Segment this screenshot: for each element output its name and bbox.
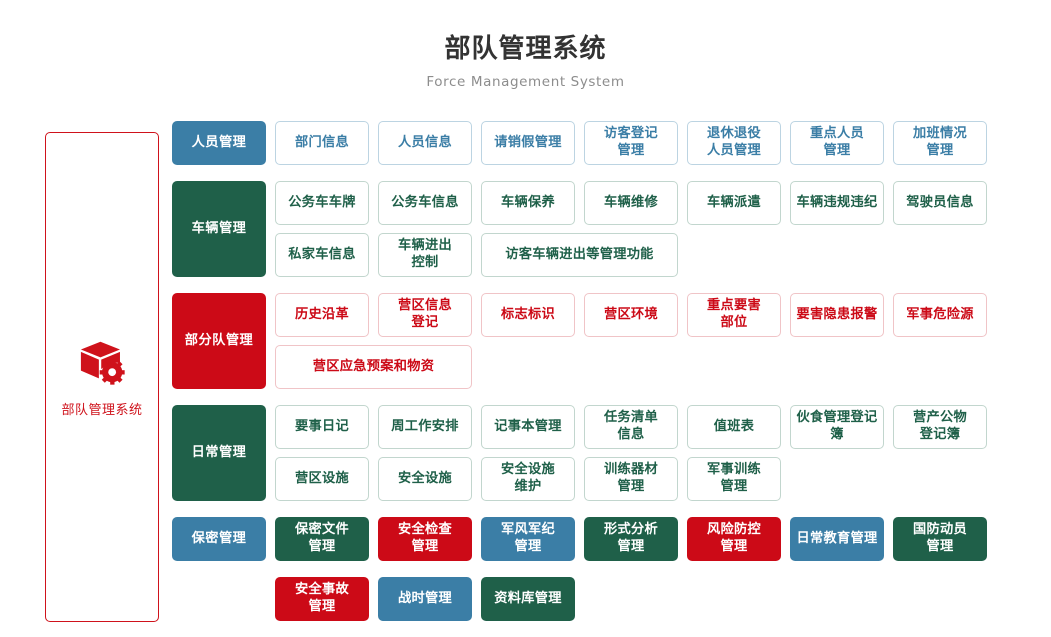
category-spacer [172,577,266,621]
module-button-重点要害部位[interactable]: 重点要害部位 [687,293,781,337]
module-button-日常教育管理[interactable]: 日常教育管理 [790,517,884,561]
module-row: 日常管理要事日记周工作安排记事本管理任务清单信息值班表伙食管理登记簿营产公物登记… [172,405,1032,509]
module-item-list: 安全事故管理战时管理资料库管理 [275,577,1032,629]
module-button-训练器材管理[interactable]: 训练器材管理 [584,457,678,501]
module-button-任务清单信息[interactable]: 任务清单信息 [584,405,678,449]
module-button-车辆进出控制[interactable]: 车辆进出控制 [378,233,472,277]
module-button-军事训练管理[interactable]: 军事训练管理 [687,457,781,501]
module-button-要害隐患报警[interactable]: 要害隐患报警 [790,293,884,337]
module-button-营区设施[interactable]: 营区设施 [275,457,369,501]
module-item-list: 保密文件管理安全检查管理军风军纪管理形式分析管理风险防控管理日常教育管理国防动员… [275,517,1032,569]
cube-gear-icon [77,337,127,387]
module-button-车辆违规违纪[interactable]: 车辆违规违纪 [790,181,884,225]
module-button-车辆派遣[interactable]: 车辆派遣 [687,181,781,225]
module-item-list: 部门信息人员信息请销假管理访客登记管理退休退役人员管理重点人员管理加班情况管理 [275,121,1032,173]
module-button-访客车辆进出等管理功能[interactable]: 访客车辆进出等管理功能 [481,233,678,277]
module-button-部门信息[interactable]: 部门信息 [275,121,369,165]
module-button-周工作安排[interactable]: 周工作安排 [378,405,472,449]
category-车辆管理[interactable]: 车辆管理 [172,181,266,277]
module-button-资料库管理[interactable]: 资料库管理 [481,577,575,621]
module-button-营区应急预案和物资[interactable]: 营区应急预案和物资 [275,345,472,389]
module-button-安全事故管理[interactable]: 安全事故管理 [275,577,369,621]
module-button-营产公物登记簿[interactable]: 营产公物登记簿 [893,405,987,449]
category-人员管理[interactable]: 人员管理 [172,121,266,165]
module-button-营区环境[interactable]: 营区环境 [584,293,678,337]
module-row: 安全事故管理战时管理资料库管理 [172,577,1032,629]
module-button-形式分析管理[interactable]: 形式分析管理 [584,517,678,561]
module-row: 车辆管理公务车车牌公务车信息车辆保养车辆维修车辆派遣车辆违规违纪驾驶员信息私家车… [172,181,1032,285]
module-grid: 人员管理部门信息人员信息请销假管理访客登记管理退休退役人员管理重点人员管理加班情… [172,121,1032,637]
brand-label: 部队管理系统 [61,402,143,418]
module-button-军风军纪管理[interactable]: 军风军纪管理 [481,517,575,561]
category-保密管理[interactable]: 保密管理 [172,517,266,561]
module-button-请销假管理[interactable]: 请销假管理 [481,121,575,165]
module-button-公务车信息[interactable]: 公务车信息 [378,181,472,225]
module-button-重点人员管理[interactable]: 重点人员管理 [790,121,884,165]
module-button-值班表[interactable]: 值班表 [687,405,781,449]
module-item-list: 公务车车牌公务车信息车辆保养车辆维修车辆派遣车辆违规违纪驾驶员信息私家车信息车辆… [275,181,1032,285]
module-button-军事危险源[interactable]: 军事危险源 [893,293,987,337]
module-button-安全设施维护[interactable]: 安全设施维护 [481,457,575,501]
module-button-历史沿革[interactable]: 历史沿革 [275,293,369,337]
module-button-保密文件管理[interactable]: 保密文件管理 [275,517,369,561]
module-item-list: 历史沿革营区信息登记标志标识营区环境重点要害部位要害隐患报警军事危险源营区应急预… [275,293,1032,397]
module-row: 部分队管理历史沿革营区信息登记标志标识营区环境重点要害部位要害隐患报警军事危险源… [172,293,1032,397]
module-row: 人员管理部门信息人员信息请销假管理访客登记管理退休退役人员管理重点人员管理加班情… [172,121,1032,173]
page-subtitle: Force Management System [426,74,625,91]
module-button-人员信息[interactable]: 人员信息 [378,121,472,165]
page-title: 部队管理系统 [444,34,607,64]
module-button-安全设施[interactable]: 安全设施 [378,457,472,501]
module-button-风险防控管理[interactable]: 风险防控管理 [687,517,781,561]
module-button-标志标识[interactable]: 标志标识 [481,293,575,337]
module-button-要事日记[interactable]: 要事日记 [275,405,369,449]
module-button-驾驶员信息[interactable]: 驾驶员信息 [893,181,987,225]
category-日常管理[interactable]: 日常管理 [172,405,266,501]
module-button-公务车车牌[interactable]: 公务车车牌 [275,181,369,225]
module-button-伙食管理登记簿[interactable]: 伙食管理登记簿 [790,405,884,449]
module-button-国防动员管理[interactable]: 国防动员管理 [893,517,987,561]
module-button-安全检查管理[interactable]: 安全检查管理 [378,517,472,561]
module-button-车辆保养[interactable]: 车辆保养 [481,181,575,225]
main-content: 部队管理系统 人员管理部门信息人员信息请销假管理访客登记管理退休退役人员管理重点… [0,121,1051,636]
module-button-车辆维修[interactable]: 车辆维修 [584,181,678,225]
module-row: 保密管理保密文件管理安全检查管理军风军纪管理形式分析管理风险防控管理日常教育管理… [172,517,1032,569]
module-button-记事本管理[interactable]: 记事本管理 [481,405,575,449]
module-button-私家车信息[interactable]: 私家车信息 [275,233,369,277]
category-部分队管理[interactable]: 部分队管理 [172,293,266,389]
module-button-战时管理[interactable]: 战时管理 [378,577,472,621]
module-button-退休退役人员管理[interactable]: 退休退役人员管理 [687,121,781,165]
module-button-加班情况管理[interactable]: 加班情况管理 [893,121,987,165]
module-button-访客登记管理[interactable]: 访客登记管理 [584,121,678,165]
module-button-营区信息登记[interactable]: 营区信息登记 [378,293,472,337]
brand-panel[interactable]: 部队管理系统 [45,132,159,622]
page-header: 部队管理系统 Force Management System [0,0,1051,90]
module-item-list: 要事日记周工作安排记事本管理任务清单信息值班表伙食管理登记簿营产公物登记簿营区设… [275,405,1032,509]
